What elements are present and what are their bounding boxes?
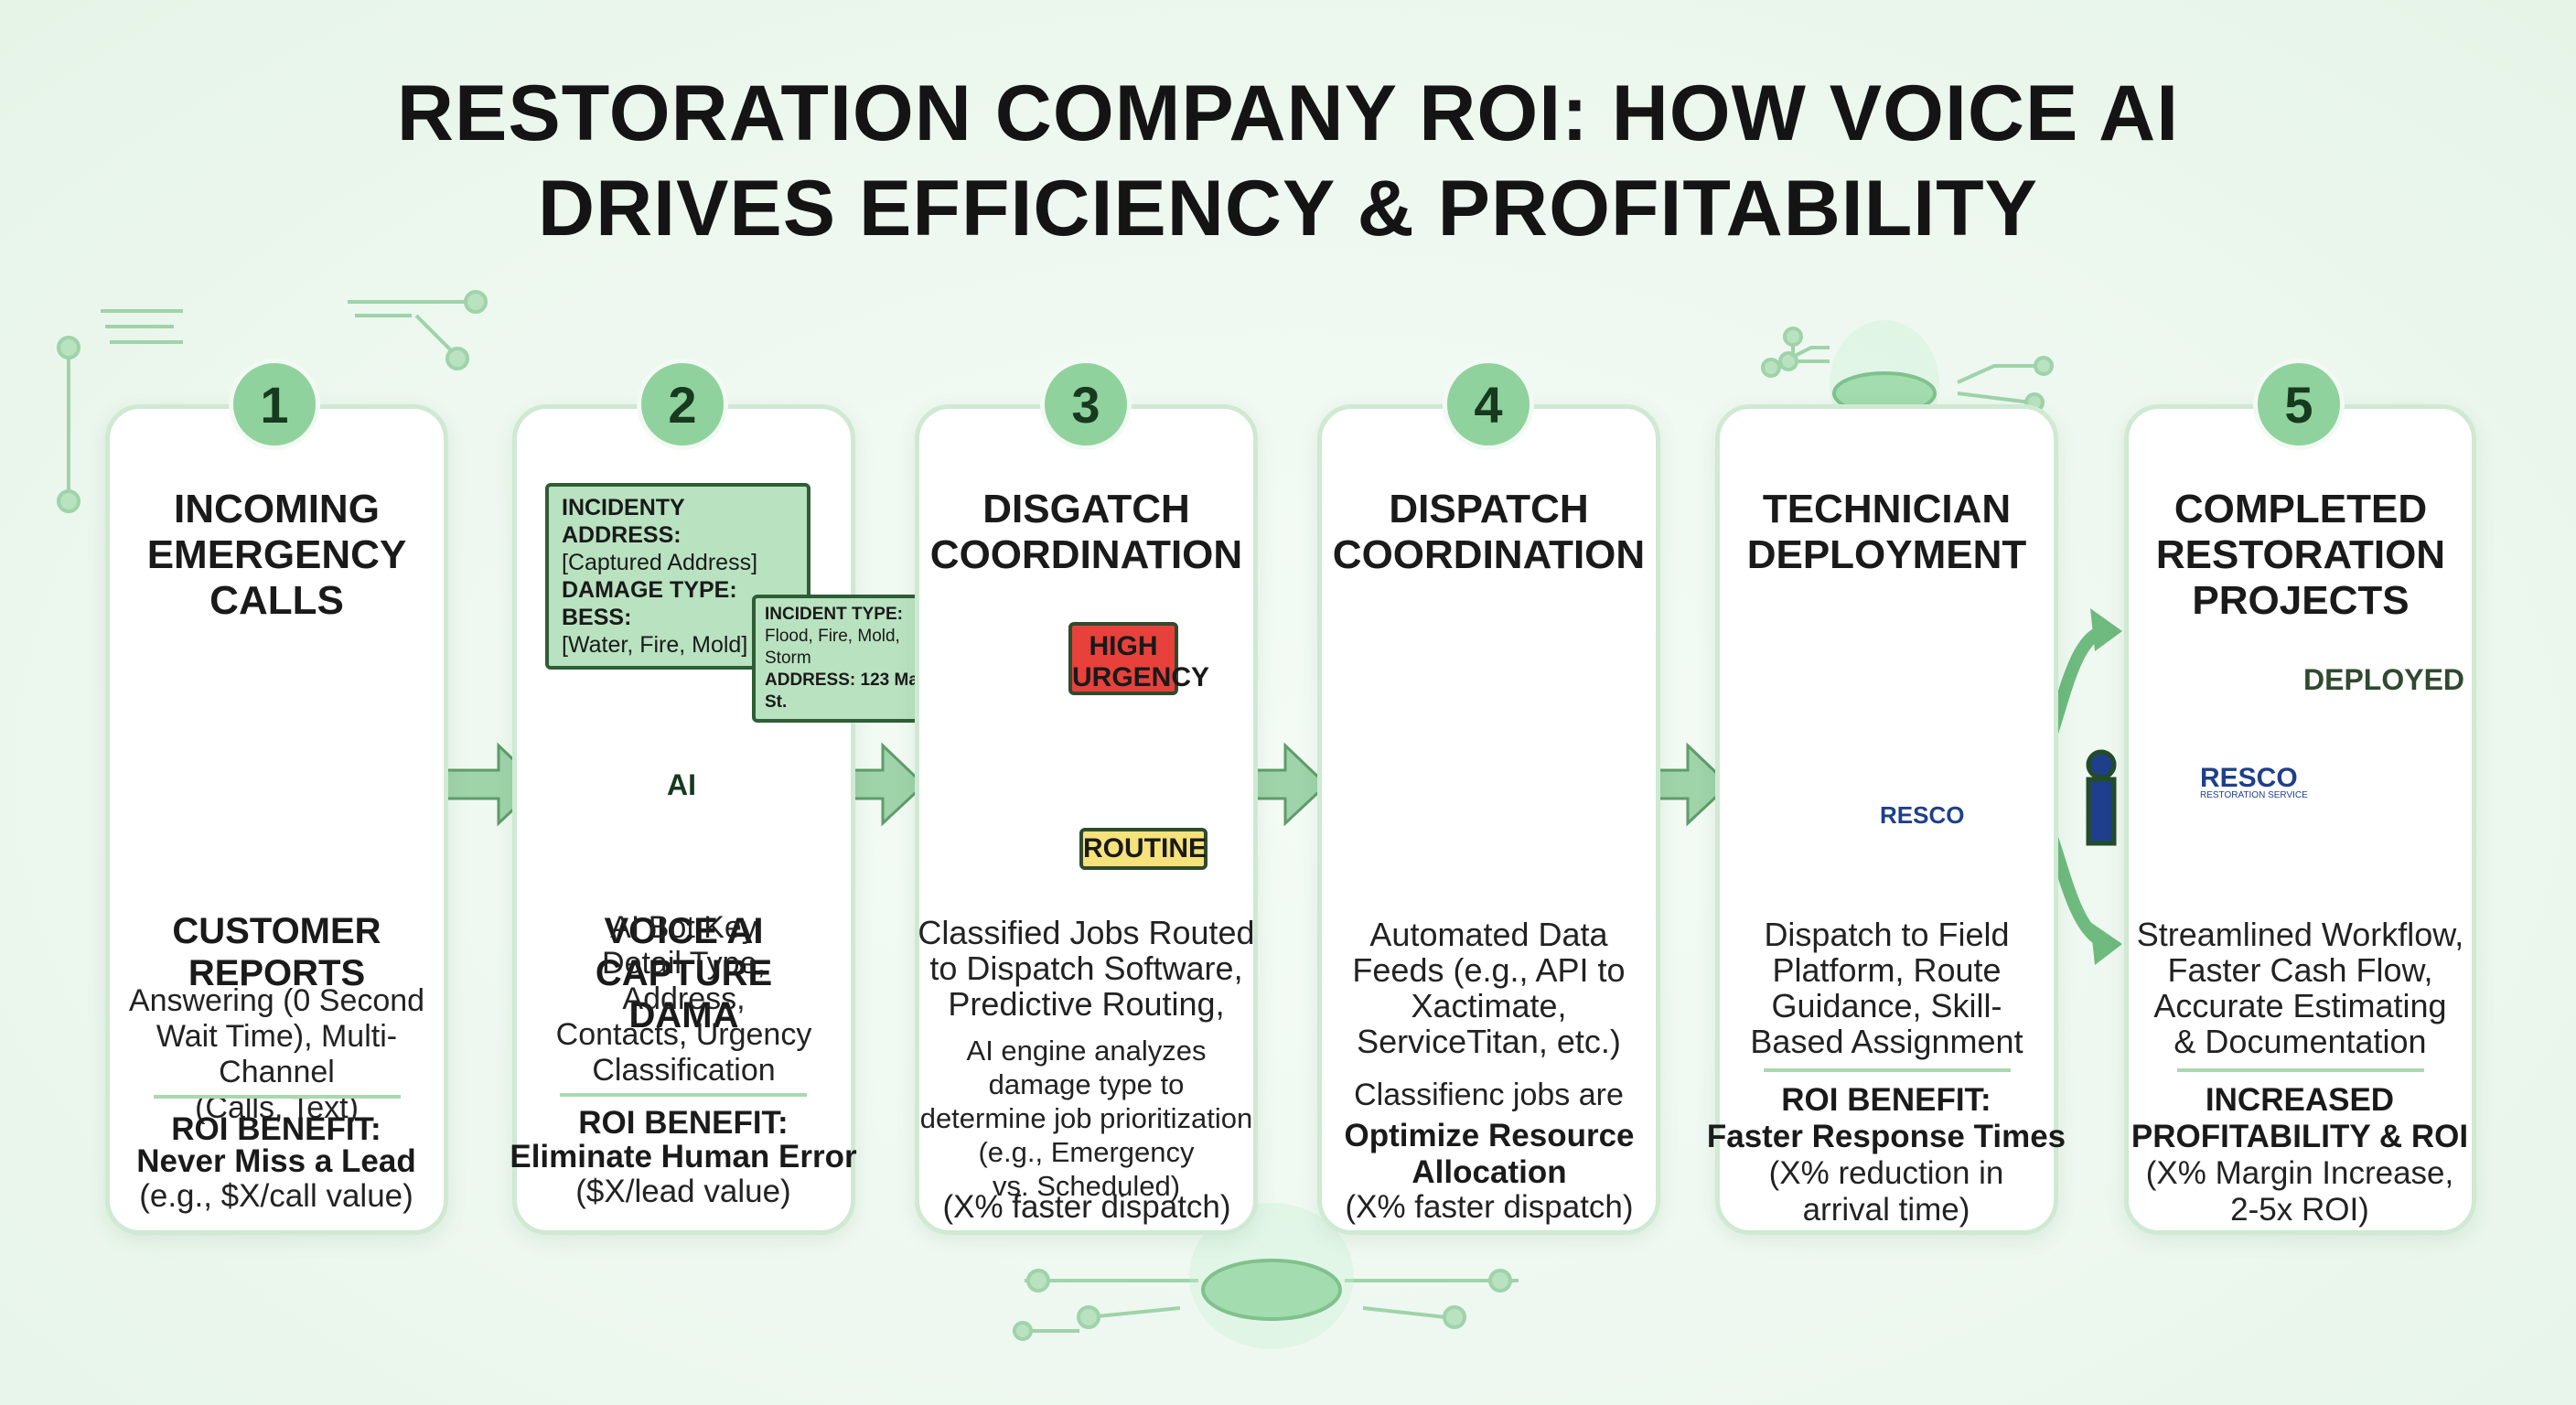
step-number-badge-5: 5 — [2253, 359, 2345, 450]
step-3-description: Classified Jobs Routed to Dispatch Softw… — [918, 914, 1255, 1023]
step-1-roi-note: (e.g., $X/call value) — [139, 1178, 413, 1214]
step-6-roi-note: (X% Margin Increase, 2-5x ROI) — [2145, 1155, 2454, 1228]
step-5-roi-value: Faster Response Times — [1706, 1119, 2066, 1154]
van-brand-label-1: RESCO — [1880, 801, 1965, 829]
step-3-heading: DISGATCH COORDINATION — [929, 487, 1243, 577]
high-urgency-tag: HIGH URGENCY — [1068, 622, 1209, 695]
step-card-6 — [2124, 404, 2476, 1235]
hub-disc-bottom-icon — [1201, 1259, 1342, 1321]
step-2-roi-value: Eliminate Human Error — [510, 1139, 857, 1174]
hub-glow-bottom — [1189, 1203, 1354, 1349]
van-sub-label: RESTORATION SERVICE — [2200, 790, 2308, 800]
step-4-description: Automated Data Feeds (e.g., API to Xacti… — [1352, 916, 1626, 1060]
step-2-roi-label: ROI BENEFIT: — [578, 1105, 789, 1141]
branch-arrow-head-down-icon — [2090, 922, 2122, 965]
bubble-1-line-3: DAMAGE TYPE: BESS: — [562, 577, 737, 630]
bubble-2-line-2: Flood, Fire, Mold, Storm — [765, 627, 900, 668]
step-1-divider — [154, 1095, 401, 1099]
step-3-description-detail: AI engine analyzes damage type to determ… — [919, 1035, 1253, 1202]
title-line-1: RESTORATION COMPANY ROI: HOW VOICE AI — [396, 70, 2180, 157]
step-number-badge-2: 2 — [637, 359, 728, 450]
step-4-heading: DISPATCH COORDINATION — [1332, 487, 1646, 577]
routine-tag: ROUTINE — [1079, 828, 1208, 870]
step-1-roi-label: ROI BENEFIT: — [171, 1111, 381, 1147]
step-number-badge-3: 3 — [1040, 359, 1132, 450]
step-1-heading: INCOMING EMERGENCY CALLS — [146, 487, 407, 623]
bubble-1-line-1: INCIDENTY ADDRESS: — [562, 495, 685, 548]
step-6-roi-label: INCREASED PROFITABILITY & ROI — [2131, 1082, 2469, 1154]
step-2-divider — [560, 1093, 807, 1097]
van-brand-label-2: RESCO — [2200, 763, 2298, 793]
bubble-2-line-1: INCIDENT TYPE: — [765, 605, 903, 624]
step-2-subhead: VOICE AI CAPTURE DAMA — [595, 911, 773, 1035]
step-card-4 — [1317, 404, 1660, 1235]
step-card-5 — [1715, 404, 2058, 1235]
page-title: RESTORATION COMPANY ROI: HOW VOICE AI DR… — [0, 66, 2576, 256]
circuit-decoration-right — [1761, 327, 2054, 413]
step-5-roi-label: ROI BENEFIT: — [1781, 1082, 1991, 1118]
bubble-2-line-3: ADDRESS: 123 Main St. — [765, 670, 934, 712]
step-5-divider — [1764, 1068, 2011, 1072]
step-1-subhead: CUSTOMER REPORTS — [172, 911, 381, 993]
deployed-label: DEPLOYED — [2303, 663, 2465, 696]
bubble-1-line-2: [Captured Address] — [562, 550, 758, 575]
step-4-roi-value: Optimize Resource Allocation — [1344, 1118, 1635, 1190]
captured-details-bubble: INCIDENTY ADDRESS: [Captured Address] DA… — [545, 483, 810, 670]
branch-arrow-head-up-icon — [2090, 608, 2122, 651]
step-1-roi-value: Never Miss a Lead — [136, 1143, 416, 1179]
step-5-roi-note: (X% reduction in arrival time) — [1768, 1155, 2004, 1228]
step-6-divider — [2177, 1068, 2424, 1072]
step-1-description: Answering (0 Second Wait Time), Multi-Ch… — [128, 983, 425, 1125]
step-2-roi-note: ($X/lead value) — [575, 1174, 791, 1209]
step-3-roi-note: (X% faster dispatch) — [942, 1189, 1231, 1225]
step-4-description-detail: Classifienc jobs are — [1354, 1078, 1624, 1112]
circuit-decoration-bottom — [1013, 1269, 1519, 1341]
step-4-roi-note: (X% faster dispatch) — [1345, 1189, 1634, 1225]
step-6-heading: COMPLETED RESTORATION PROJECTS — [2155, 487, 2446, 623]
step-number-badge-1: 1 — [229, 359, 320, 450]
circuit-decoration-left — [57, 290, 488, 513]
step-number-badge-4: 4 — [1443, 359, 1534, 450]
step-2-description: AI Bot Key Detail Type, Address, Contact… — [555, 910, 812, 1088]
title-line-2: DRIVES EFFICIENCY & PROFITABILITY — [537, 165, 2039, 252]
step-5-description: Dispatch to Field Platform, Route Guidan… — [1750, 916, 2023, 1060]
step-5-heading: TECHNICIAN DEPLOYMENT — [1746, 487, 2027, 577]
step-6-description: Streamlined Workflow, Faster Cash Flow, … — [2136, 916, 2464, 1060]
robot-ai-label: AI — [667, 768, 696, 801]
bubble-1-line-4: [Water, Fire, Mold] — [562, 632, 748, 658]
